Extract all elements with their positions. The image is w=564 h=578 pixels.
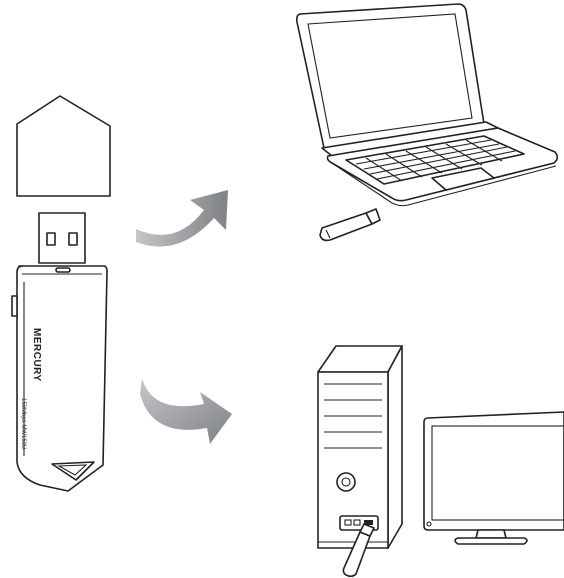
- usb-body: [17, 266, 107, 491]
- desktop-tower: [318, 346, 402, 576]
- usb-adapter: MERCURY 150Mbps MW150U: [12, 96, 110, 491]
- brand-label: MERCURY: [31, 328, 42, 382]
- laptop: [297, 4, 557, 240]
- usb-plug: [39, 213, 85, 263]
- arrow-to-laptop: [136, 190, 228, 247]
- monitor: [424, 412, 564, 544]
- usb-cap: [17, 96, 110, 196]
- model-label: 150Mbps MW150U: [20, 398, 26, 449]
- usb-led-slot: [56, 268, 70, 272]
- arrow-to-desktop: [140, 378, 232, 444]
- laptop-usb-dongle: [320, 209, 380, 240]
- power-button-icon: [337, 473, 355, 491]
- usb-side-button: [12, 296, 17, 316]
